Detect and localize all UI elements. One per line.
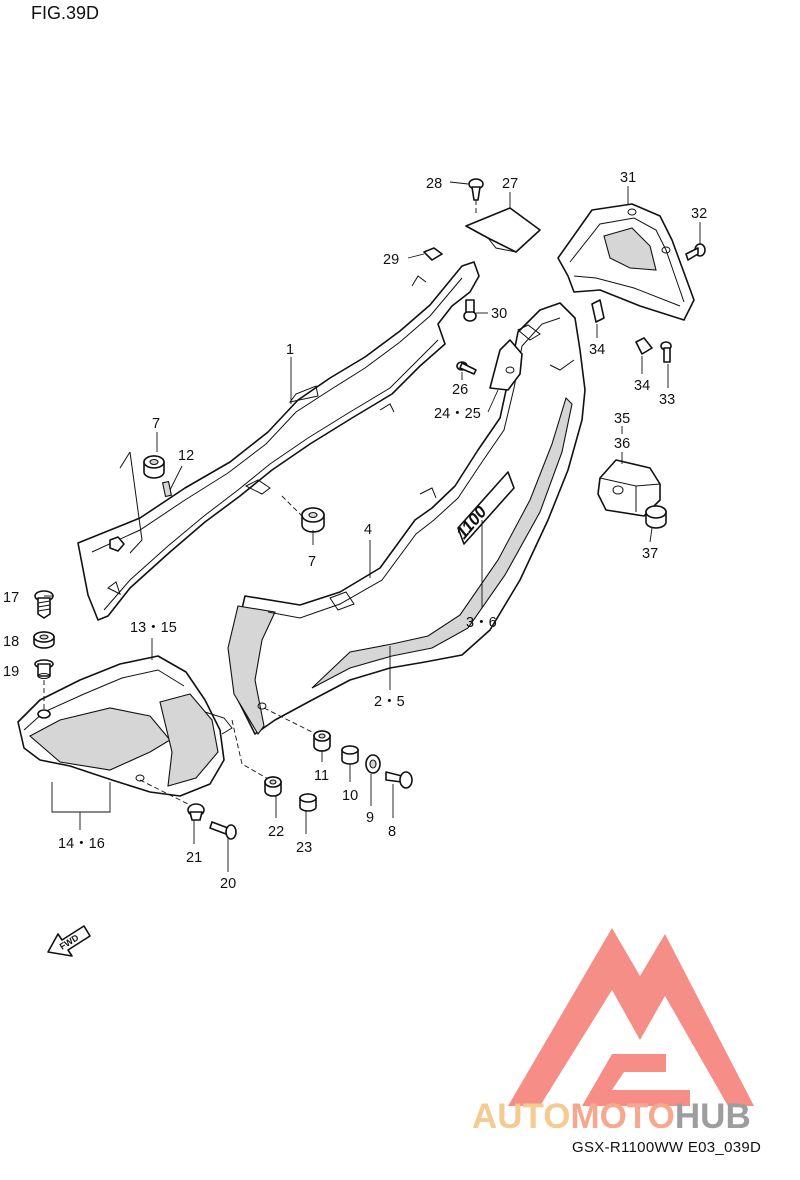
collar-19-icon bbox=[34, 659, 54, 679]
watermark-hub: HUB bbox=[675, 1097, 751, 1136]
callout-34-right: 34 bbox=[634, 378, 650, 394]
bolt-8-icon bbox=[385, 771, 413, 789]
callout-labels: 1 7 12 7 4 3・6 2・5 17 18 19 13・15 14・16 … bbox=[3, 170, 707, 892]
screw-17-icon bbox=[34, 590, 54, 619]
washer-18-icon bbox=[33, 631, 55, 649]
callout-12: 12 bbox=[178, 448, 194, 464]
clip-29-icon bbox=[423, 247, 443, 261]
callout-8: 8 bbox=[388, 824, 396, 840]
callout-24-25: 24・25 bbox=[434, 406, 481, 422]
callout-19: 19 bbox=[3, 664, 19, 680]
bracket-24-25 bbox=[489, 339, 523, 391]
clip-34b-icon bbox=[635, 337, 653, 355]
callout-1: 1 bbox=[286, 342, 294, 358]
callout-2-5: 2・5 bbox=[374, 694, 405, 710]
leader-lines bbox=[44, 181, 701, 872]
frame-cover-main bbox=[227, 302, 586, 735]
grommet-lower-icon bbox=[301, 507, 325, 533]
svg-text:AUTOMOTOHUB: AUTOMOTOHUB bbox=[472, 1097, 751, 1136]
callout-20: 20 bbox=[220, 876, 236, 892]
watermark-moto: MOTO bbox=[571, 1097, 675, 1136]
callout-7-upper: 7 bbox=[152, 416, 160, 432]
damper-35-36 bbox=[597, 459, 661, 517]
screw-30-icon bbox=[463, 299, 477, 322]
callout-17: 17 bbox=[3, 590, 19, 606]
callout-27: 27 bbox=[502, 176, 518, 192]
watermark-logo: AUTOMOTOHUB bbox=[472, 928, 754, 1136]
screw-26-icon bbox=[456, 361, 477, 375]
callout-23: 23 bbox=[296, 840, 312, 856]
callout-22: 22 bbox=[268, 824, 284, 840]
callout-4: 4 bbox=[364, 522, 372, 538]
figure-title: FIG.39D bbox=[31, 3, 100, 23]
callout-26: 26 bbox=[452, 382, 468, 398]
screw-33-icon bbox=[660, 341, 672, 363]
screw-28-icon bbox=[468, 178, 484, 201]
callout-14-16: 14・16 bbox=[58, 836, 105, 852]
callout-18: 18 bbox=[3, 634, 19, 650]
grommet-21-icon bbox=[187, 803, 205, 821]
cover-plate-27 bbox=[465, 207, 541, 253]
tail-brace-31 bbox=[557, 203, 695, 321]
callout-30: 30 bbox=[491, 306, 507, 322]
grommet-11-icon bbox=[313, 730, 331, 752]
callout-10: 10 bbox=[342, 788, 358, 804]
figure-code: GSX-R1100WW E03_039D bbox=[572, 1139, 762, 1156]
watermark-auto: AUTO bbox=[472, 1097, 571, 1136]
callout-34-left: 34 bbox=[589, 342, 605, 358]
fwd-arrow-icon: FWD bbox=[47, 925, 91, 957]
collar-10-icon bbox=[341, 745, 359, 765]
callout-29: 29 bbox=[383, 252, 399, 268]
clip-34a-icon bbox=[591, 299, 605, 323]
callout-35: 35 bbox=[614, 411, 630, 427]
callout-13-15: 13・15 bbox=[130, 620, 177, 636]
callout-3-6: 3・6 bbox=[466, 615, 497, 631]
washer-9-icon bbox=[365, 754, 381, 774]
collar-37-icon bbox=[645, 505, 667, 529]
bracket-lines-12 bbox=[119, 451, 183, 554]
callout-28: 28 bbox=[426, 176, 442, 192]
callout-7-lower: 7 bbox=[308, 554, 316, 570]
screw-32-icon bbox=[685, 243, 706, 261]
callout-37: 37 bbox=[642, 546, 658, 562]
collar-23-icon bbox=[299, 793, 317, 812]
callout-21: 21 bbox=[186, 850, 202, 866]
callout-33: 33 bbox=[659, 392, 675, 408]
grommet-22-icon bbox=[264, 776, 282, 797]
grommet-upper-icon bbox=[143, 455, 165, 479]
callout-9: 9 bbox=[366, 810, 374, 826]
callout-36: 36 bbox=[614, 436, 630, 452]
callout-32: 32 bbox=[691, 206, 707, 222]
callout-11: 11 bbox=[314, 768, 329, 784]
frame-cover-upper bbox=[77, 261, 480, 621]
callout-31: 31 bbox=[620, 170, 636, 186]
screw-20-icon bbox=[209, 821, 237, 840]
side-cover-lower bbox=[17, 655, 233, 797]
